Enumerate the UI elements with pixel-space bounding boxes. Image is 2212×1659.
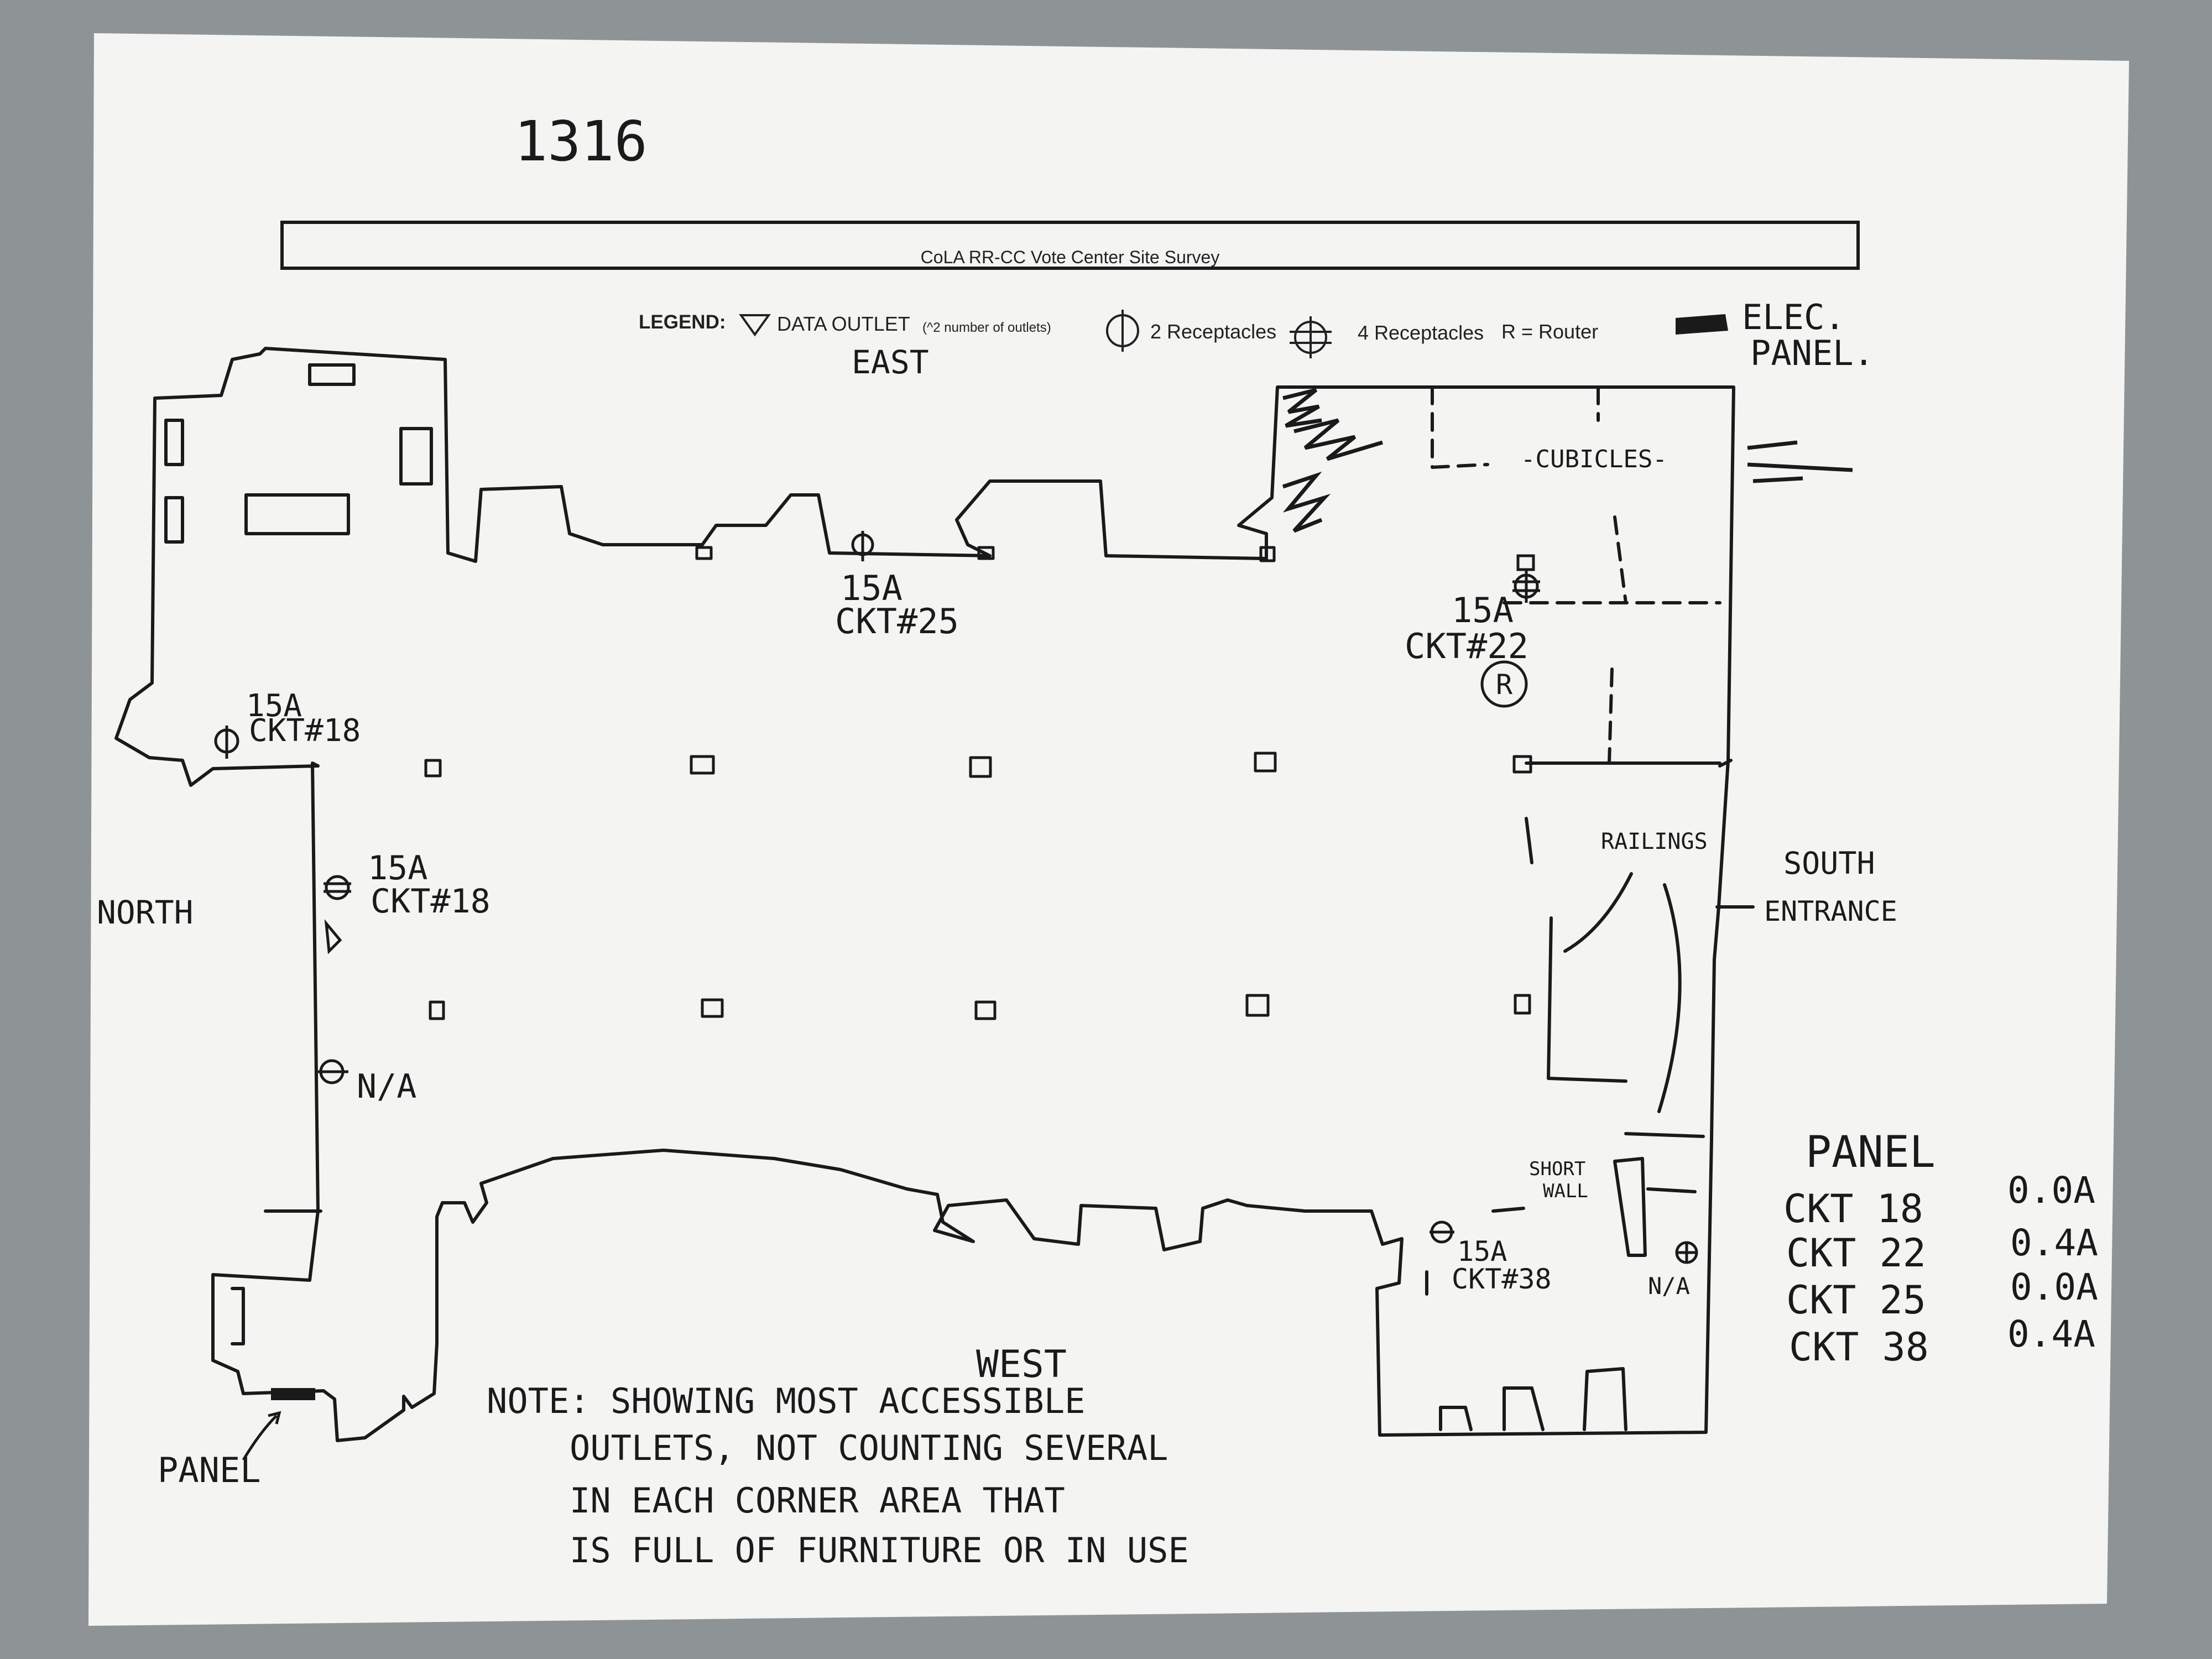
label-cubicles: -CUBICLES-: [1521, 445, 1667, 473]
legend-elec-panel-line2: PANEL.: [1750, 333, 1874, 373]
note-line3: IN EACH CORNER AREA THAT: [570, 1480, 1065, 1521]
note-line2: OUTLETS, NOT COUNTING SEVERAL: [570, 1428, 1168, 1468]
label-short-wall-line2: WALL: [1543, 1180, 1588, 1202]
plan-labels: -CUBICLES- RAILINGS SHORT WALL PANEL R 1…: [158, 445, 1708, 1490]
legend-data-outlet-note: (^2 number of outlets): [922, 320, 1051, 335]
direction-north: NORTH: [97, 894, 194, 931]
legend-elec-panel-line1: ELEC.: [1742, 297, 1845, 337]
receptacle-ckt38-icon: [1430, 1220, 1454, 1244]
label-na-north: N/A: [357, 1067, 416, 1106]
panel-row: CKT 25 0.0A: [1786, 1266, 2098, 1323]
panel-table: PANEL CKT 18 0.0A CKT 22 0.4A CKT 25 0.0…: [1783, 1128, 2098, 1370]
receptacle-ckt18b-icon: [324, 875, 351, 900]
label-ckt25-amp: 15A: [841, 568, 902, 608]
scribbled-items: [1282, 388, 1853, 533]
panel-arrow: [242, 1411, 281, 1461]
elec-panel-bottom-icon: [271, 1388, 315, 1400]
panel-row-amps: 0.0A: [2010, 1266, 2098, 1308]
legend: LEGEND: DATA OUTLET (^2 number of outlet…: [639, 297, 1874, 373]
direction-west: WEST: [976, 1343, 1067, 1386]
note-line1: NOTE: SHOWING MOST ACCESSIBLE: [487, 1381, 1086, 1421]
panel-row-ckt: CKT 22: [1786, 1230, 1926, 1276]
panel-row-ckt: CKT 25: [1786, 1277, 1926, 1323]
label-router: R: [1496, 669, 1513, 701]
receptacle-ckt18a-icon: [214, 726, 239, 759]
survey-title: CoLA RR-CC Vote Center Site Survey: [921, 247, 1220, 267]
panel-row-amps: 0.4A: [2007, 1313, 2095, 1355]
cubicles-area: [1431, 385, 1721, 765]
panel-row-ckt: CKT 38: [1789, 1324, 1929, 1370]
page-number: 1316: [514, 109, 648, 174]
floor-plan: [114, 347, 1755, 1442]
label-panel-bottom: PANEL: [158, 1450, 261, 1490]
label-ckt18a-amp: 15A: [246, 688, 302, 724]
legend-data-outlet: DATA OUTLET: [777, 312, 910, 335]
panel-row: CKT 22 0.4A: [1786, 1222, 2098, 1276]
legend-label: LEGEND:: [639, 311, 726, 333]
legend-two-receptacles: 2 Receptacles: [1150, 320, 1276, 343]
panel-row: CKT 38 0.4A: [1789, 1313, 2095, 1370]
panel-row-ckt: CKT 18: [1783, 1186, 1923, 1232]
four-receptacles-icon: [1290, 316, 1332, 358]
label-ckt38-amp: 15A: [1457, 1235, 1507, 1267]
receptacle-ckt22-icon: [1512, 554, 1540, 603]
railings: [1525, 761, 1721, 1083]
receptacle-ckt25-icon: [851, 531, 874, 561]
label-ckt18a-id: CKT#18: [249, 713, 361, 749]
label-ckt22-amp: 15A: [1452, 590, 1514, 630]
label-ckt25-id: CKT#25: [835, 601, 959, 641]
label-ckt18b-amp: 15A: [368, 849, 427, 888]
data-outlet-triangle-icon: [739, 314, 771, 337]
panel-row-amps: 0.0A: [2007, 1169, 2095, 1212]
data-outlet-north-icon: [324, 919, 342, 954]
label-na-south: N/A: [1648, 1272, 1690, 1300]
receptacle-symbols: [214, 531, 1698, 1264]
direction-east: EAST: [852, 343, 929, 381]
direction-south-line1: SOUTH: [1783, 846, 1875, 881]
legend-router: R = Router: [1501, 320, 1598, 343]
note-block: NOTE: SHOWING MOST ACCESSIBLE OUTLETS, N…: [487, 1381, 1189, 1571]
panel-row: CKT 18 0.0A: [1783, 1169, 2095, 1232]
receptacle-na-north-icon: [318, 1059, 348, 1084]
label-short-wall-line1: SHORT: [1529, 1158, 1585, 1180]
label-railings: RAILINGS: [1601, 829, 1708, 854]
short-wall: [1491, 1132, 1705, 1257]
label-ckt18b-id: CKT#18: [371, 882, 491, 921]
router-icon: [1480, 660, 1528, 708]
legend-four-receptacles: 4 Receptacles: [1358, 321, 1484, 344]
columns: [424, 546, 1532, 1020]
direction-south-line2: ENTRANCE: [1764, 895, 1897, 927]
elec-panel-icon: [1676, 314, 1728, 335]
railings-arrow: [1563, 872, 1682, 1113]
panel-table-title: PANEL: [1806, 1128, 1936, 1177]
paper-sheet: [88, 33, 2129, 1626]
label-ckt22-id: CKT#22: [1405, 626, 1528, 666]
note-line4: IS FULL OF FURNITURE OR IN USE: [570, 1530, 1189, 1571]
two-receptacles-icon: [1106, 310, 1139, 352]
receptacle-na-south-icon: [1675, 1241, 1698, 1264]
panel-row-amps: 0.4A: [2010, 1222, 2098, 1264]
outer-wall: [114, 347, 1735, 1442]
label-ckt38-id: CKT#38: [1452, 1263, 1552, 1295]
title-box: CoLA RR-CC Vote Center Site Survey: [280, 221, 1860, 270]
